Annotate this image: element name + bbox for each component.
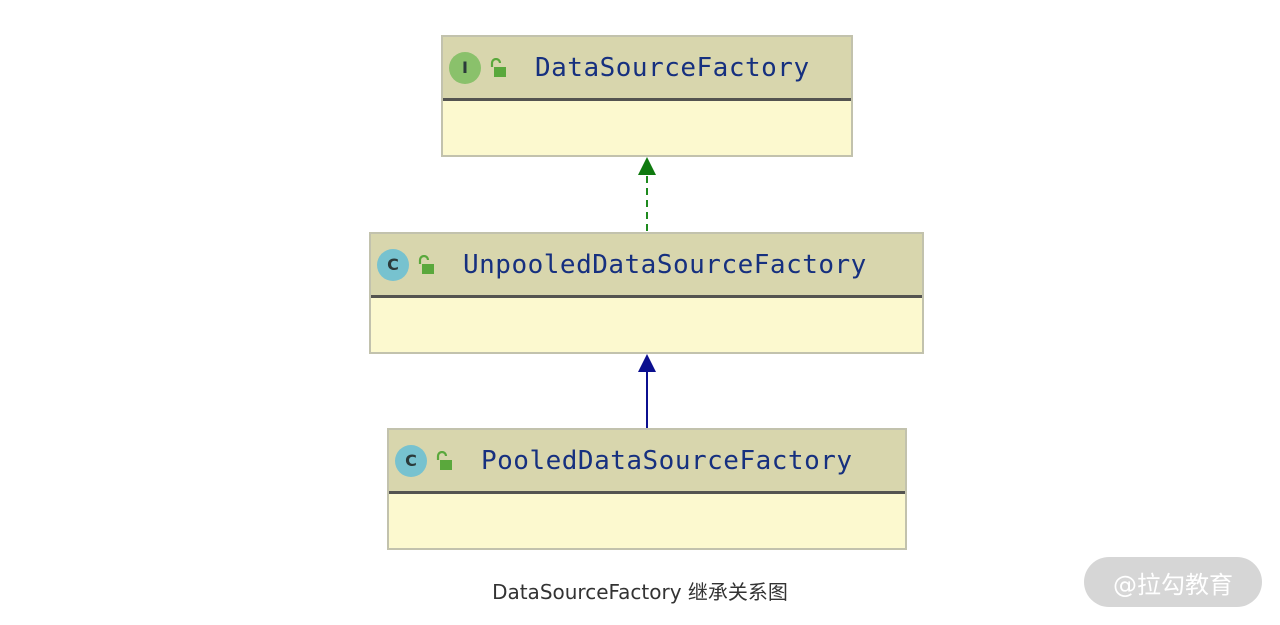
node-pooleddatasourcefactory[interactable]: C PooledDataSourceFactory	[387, 428, 907, 550]
type-name: PooledDataSourceFactory	[481, 445, 853, 476]
unlocked-lock-icon	[433, 450, 455, 472]
watermark-badge: @拉勾教育	[1084, 557, 1262, 607]
node-body	[443, 101, 851, 155]
unlocked-lock-icon	[487, 57, 509, 79]
class-icon: C	[395, 444, 427, 477]
class-icon: C	[377, 248, 409, 281]
inheritance-arrowhead	[638, 354, 656, 372]
interface-icon: I	[449, 51, 481, 84]
node-header: C PooledDataSourceFactory	[389, 430, 905, 494]
node-unpooleddatasourcefactory[interactable]: C UnpooledDataSourceFactory	[369, 232, 924, 354]
node-body	[371, 298, 922, 352]
type-name: UnpooledDataSourceFactory	[463, 249, 867, 280]
diagram-caption: DataSourceFactory 继承关系图	[492, 580, 788, 604]
node-datasourcefactory[interactable]: I DataSourceFactory	[441, 35, 853, 157]
node-body	[389, 494, 905, 548]
realization-arrowhead	[638, 157, 656, 175]
type-name: DataSourceFactory	[535, 52, 810, 83]
unlocked-lock-icon	[415, 254, 437, 276]
node-header: I DataSourceFactory	[443, 37, 851, 101]
node-header: C UnpooledDataSourceFactory	[371, 234, 922, 298]
